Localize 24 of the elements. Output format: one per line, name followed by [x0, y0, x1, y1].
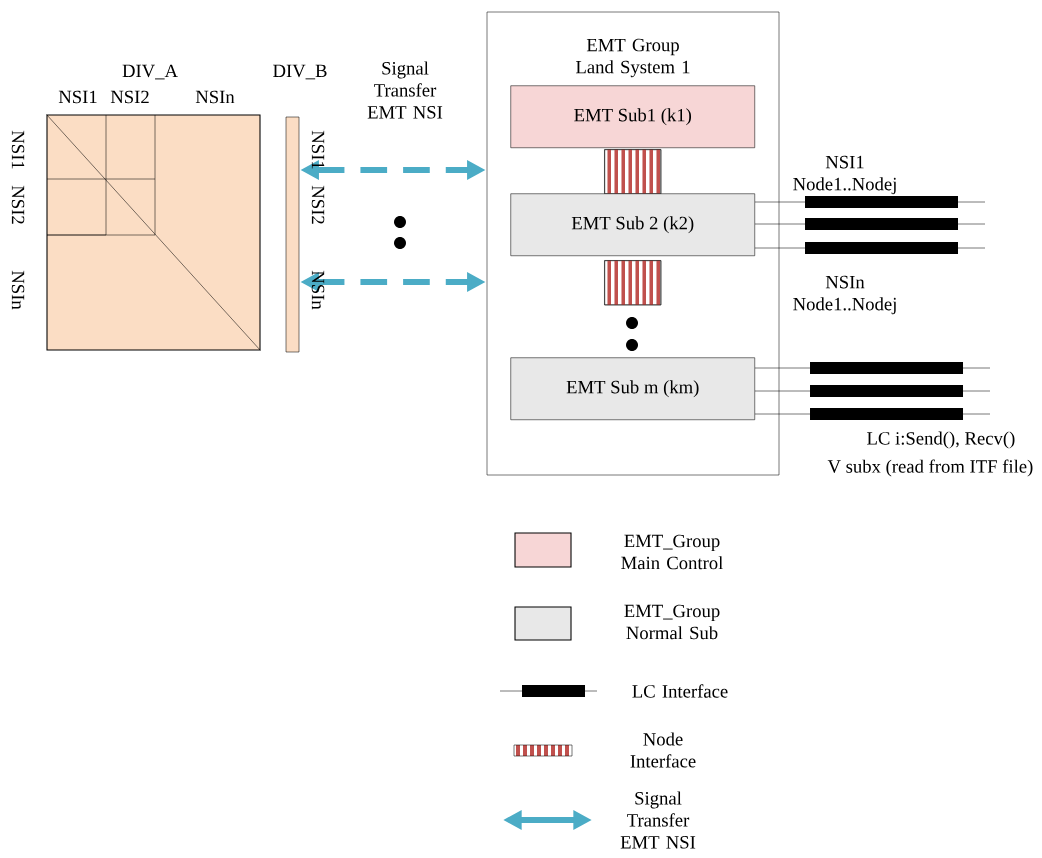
axis-label: NSIn	[11, 270, 25, 310]
interface-label: NSI1 Node1..Nodej	[793, 155, 896, 195]
arrow-caption: Signal Transfer EMT NSI	[367, 61, 443, 119]
axis-label: NSI2	[11, 185, 25, 224]
subsystem-box: EMT Sub m (km)	[510, 357, 755, 420]
node-interface-bar	[604, 149, 662, 195]
legend-label: LC Interface	[632, 684, 728, 698]
legend-label: Node Interface	[630, 732, 696, 768]
interface-label: NSIn Node1..Nodej	[793, 275, 896, 315]
axis-label: NSI2	[311, 185, 325, 224]
axis-label: NSIn	[311, 270, 325, 310]
node-label: DIV_B	[273, 64, 327, 80]
axis-label: NSI1	[11, 130, 25, 169]
axis-label: NSI1	[311, 130, 325, 169]
legend-label: EMT_Group Normal Sub	[624, 604, 720, 640]
subsystem-box: EMT Sub 2 (k2)	[510, 193, 755, 256]
node-interface-bar	[604, 260, 662, 306]
legend-label: EMT_Group Main Control	[621, 534, 723, 570]
subsystem-box: EMT Sub1 (k1)	[510, 85, 755, 148]
legend-label: Signal Transfer EMT NSI	[620, 791, 696, 849]
interface-label: V subx (read from ITF file)	[827, 459, 1033, 477]
interface-label: LC i:Send(), Recv()	[867, 431, 1015, 449]
node-label: DIV_A	[122, 64, 178, 80]
axis-label: NSIn	[195, 90, 235, 104]
